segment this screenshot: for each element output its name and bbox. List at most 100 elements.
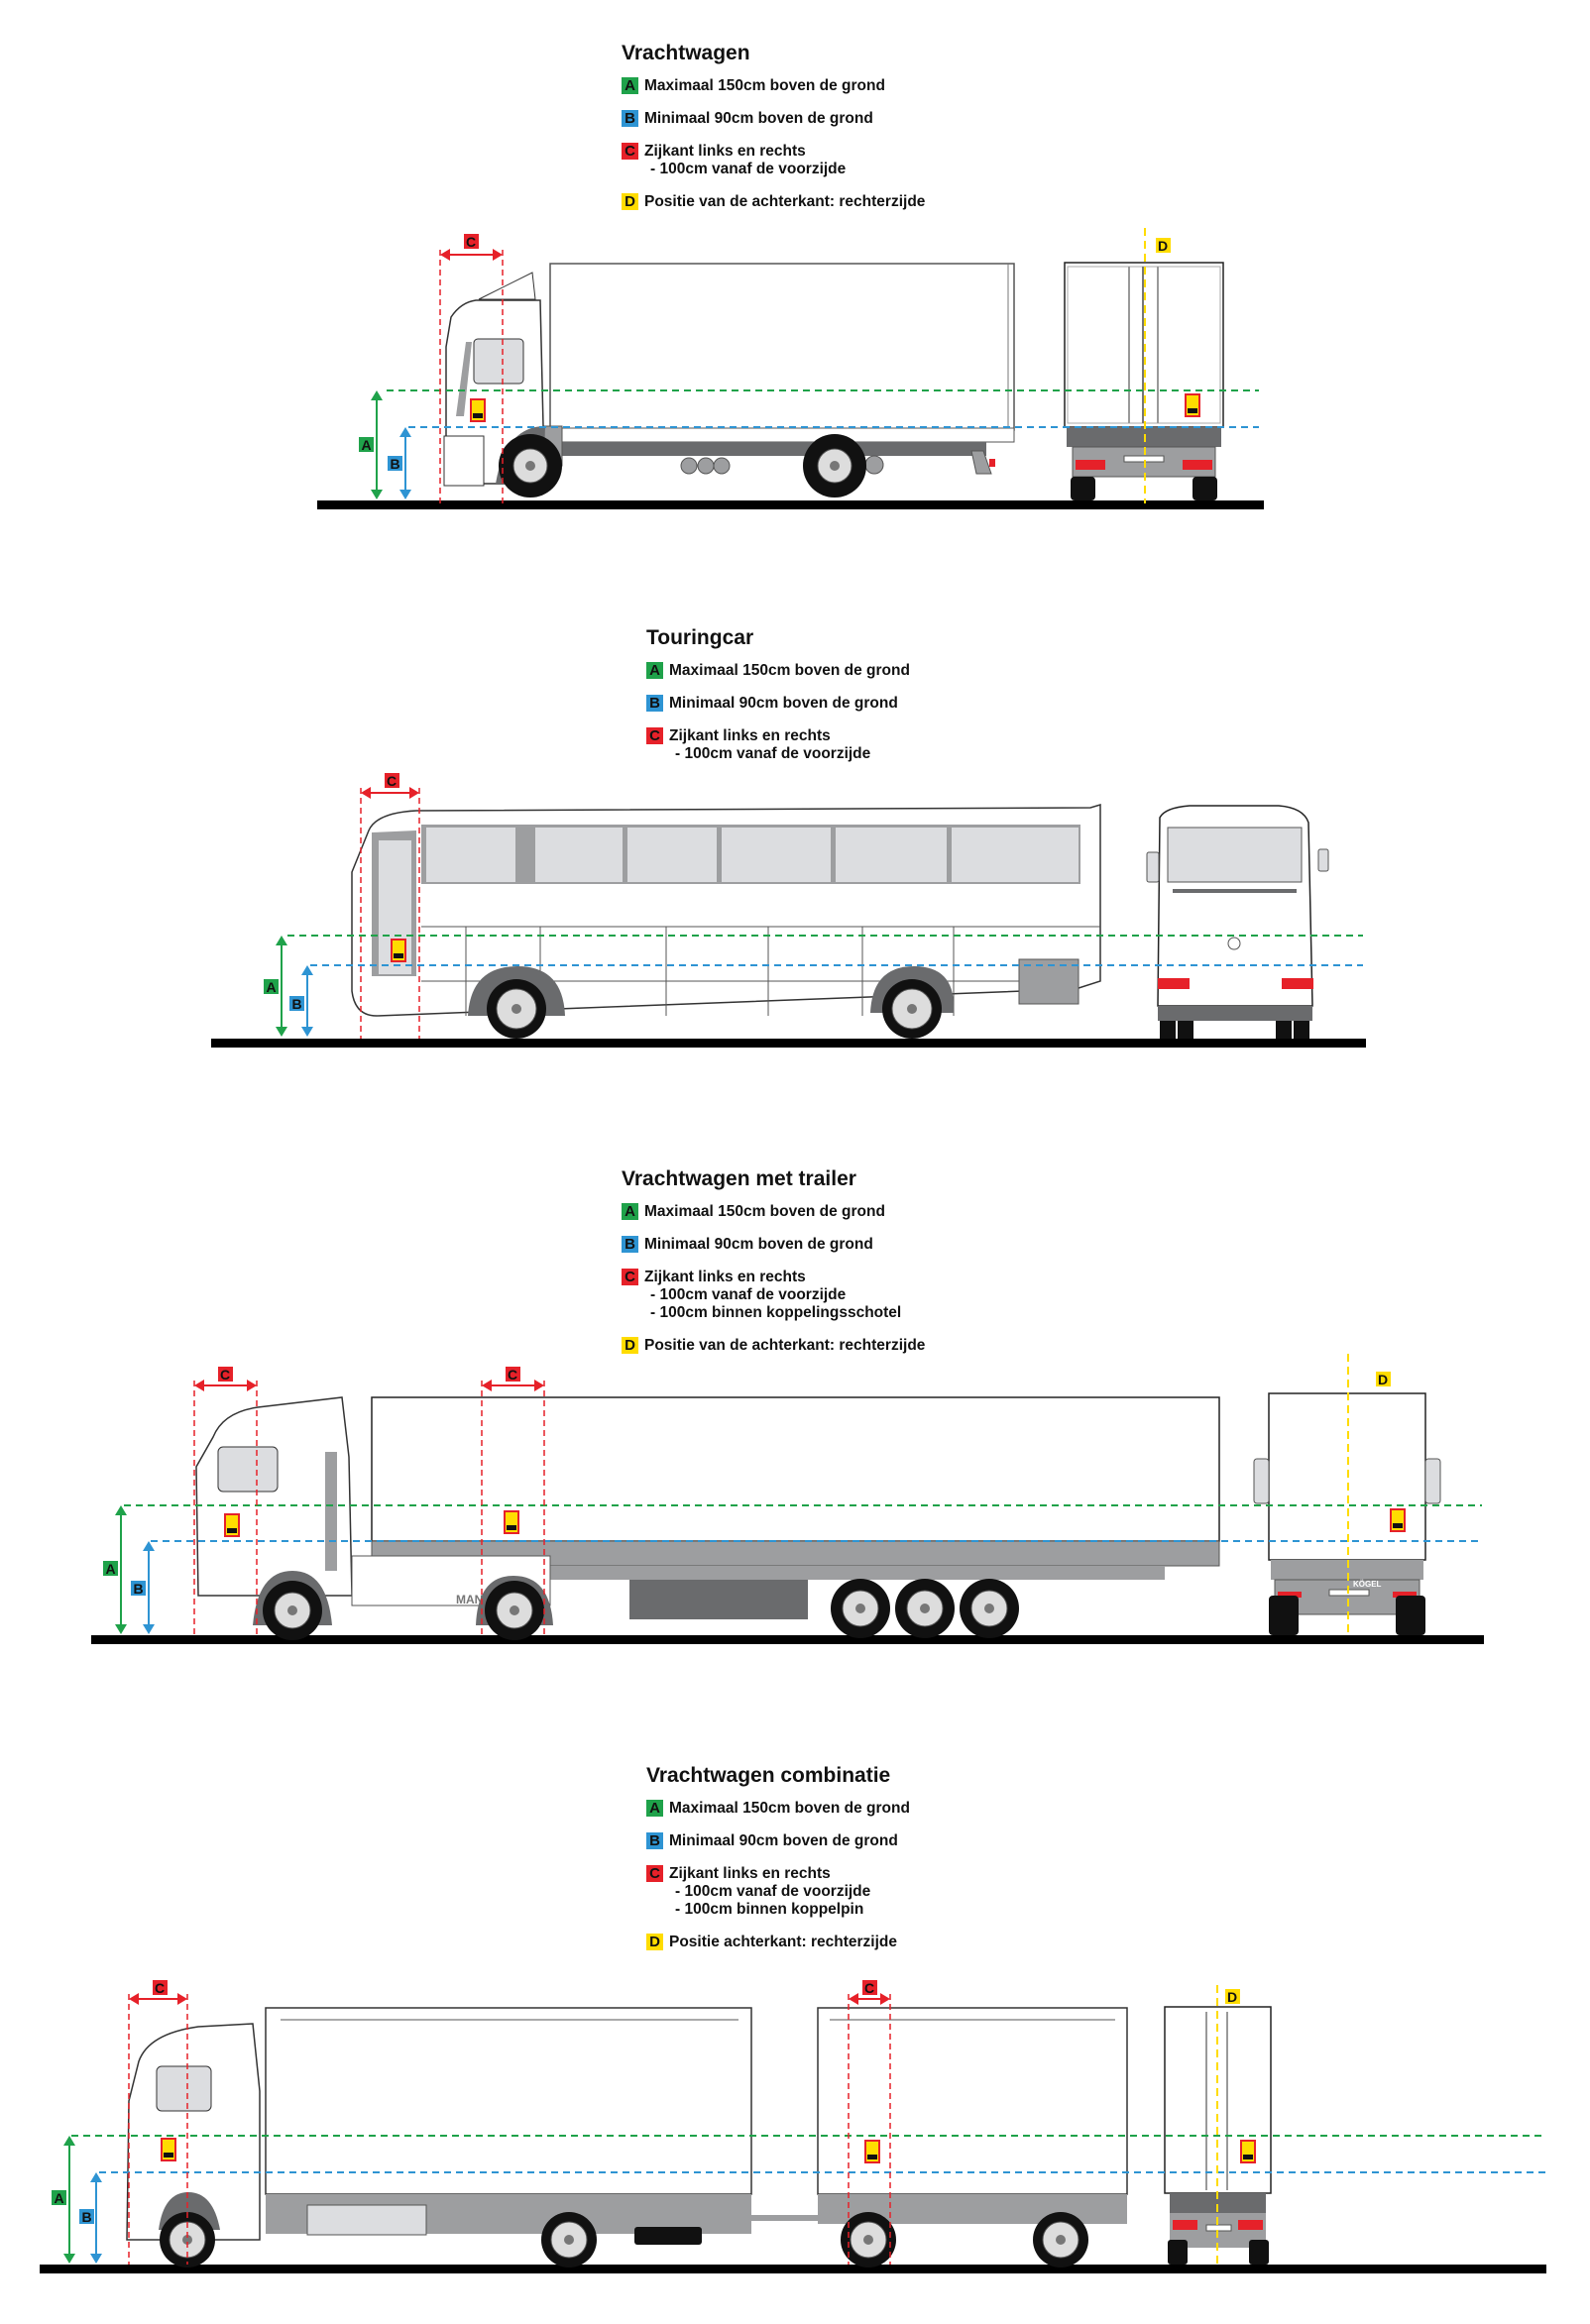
section-title: Vrachtwagen met trailer	[622, 1167, 856, 1190]
legend-item-c: C Zijkant links en rechts- 100cm vanaf de…	[646, 1865, 910, 1919]
marker-c-label: C	[466, 234, 476, 250]
marker-a-label: A	[55, 2190, 64, 2206]
combination-rear-view	[1164, 2006, 1272, 2265]
legend-item-a: A Maximaal 150cm boven de grond	[646, 1800, 910, 1818]
marker-c-badge: C	[646, 727, 663, 744]
marker-d-badge: D	[646, 1934, 663, 1950]
dimension-a-arrow: A	[52, 2136, 75, 2264]
wheel	[882, 979, 942, 1039]
ground-line	[91, 1635, 1484, 1644]
legend-item-a: A Maximaal 150cm boven de grond	[622, 1203, 925, 1221]
marker-c-badge: C	[622, 1269, 638, 1285]
marker-d-badge: D	[622, 1337, 638, 1354]
marker-b-badge: B	[622, 110, 638, 127]
marker-c-label: C	[155, 1980, 165, 1996]
diagram-touringcar: A B C	[211, 773, 1366, 1048]
legend-text: Positie van de achterkant: rechterzijde	[644, 1337, 926, 1354]
trailer-box	[817, 2007, 1128, 2195]
legend-item-a: A Maximaal 150cm boven de grond	[646, 662, 910, 680]
legend-touringcar: Touringcar A Maximaal 150cm boven de gron…	[646, 626, 910, 778]
warning-sticker	[504, 1510, 519, 1534]
kogel-logo: KÖGEL	[1353, 1580, 1382, 1589]
dimension-d-line: D	[1144, 228, 1171, 503]
dimension-c-zone: C	[360, 773, 420, 1039]
ground-line	[317, 500, 1264, 509]
legend-text: Zijkant links en rechts	[644, 143, 806, 160]
bus-rear-view	[1146, 805, 1329, 1039]
cargo-box	[265, 2007, 752, 2195]
dimension-c-zone: C	[848, 1980, 891, 2265]
cargo-box	[549, 263, 1015, 431]
dimension-c-zone: C	[128, 1980, 188, 2265]
marker-b-label: B	[391, 456, 400, 472]
section-title: Touringcar	[646, 626, 754, 649]
marker-d-label: D	[1158, 238, 1168, 254]
dimension-d-line: D	[1216, 1985, 1240, 2265]
marker-b-label: B	[82, 2209, 92, 2225]
marker-c-label: C	[864, 1980, 874, 1996]
legend-text: Minimaal 90cm boven de grond	[669, 695, 898, 712]
dimension-c-zone: C	[439, 234, 504, 503]
legend-vrachtwagen-combinatie: Vrachtwagen combinatie A Maximaal 150cm b…	[646, 1764, 910, 1966]
legend-text: Maximaal 150cm boven de grond	[669, 662, 910, 679]
marker-c-badge: C	[622, 143, 638, 160]
dimension-c-zone: C	[193, 1367, 258, 1635]
marker-c-label: C	[508, 1367, 517, 1383]
wheel	[499, 434, 562, 498]
ground-line	[211, 1039, 1366, 1048]
marker-a-badge: A	[622, 1203, 638, 1220]
legend-text: Zijkant links en rechts	[669, 727, 831, 744]
dimension-a-arrow: A	[264, 936, 287, 1037]
warning-sticker	[161, 2138, 176, 2161]
wheel	[831, 1579, 890, 1638]
legend-text: Maximaal 150cm boven de grond	[669, 1800, 910, 1817]
wheel	[541, 2212, 597, 2268]
marker-b-badge: B	[646, 695, 663, 712]
marker-a-badge: A	[646, 1800, 663, 1817]
marker-b-label: B	[292, 996, 302, 1012]
legend-vrachtwagen-met-trailer: Vrachtwagen met trailer A Maximaal 150cm …	[622, 1167, 925, 1370]
legend-subtext: - 100cm vanaf de voorzijde	[675, 1883, 871, 1900]
legend-item-d: D Positie van de achterkant: rechterzijde	[622, 1337, 925, 1355]
marker-a-label: A	[267, 979, 277, 995]
legend-text: Maximaal 150cm boven de grond	[644, 1203, 885, 1220]
man-logo: MAN	[456, 1593, 483, 1606]
legend-item-b: B Minimaal 90cm boven de grond	[646, 695, 910, 713]
wheel	[485, 1581, 544, 1640]
warning-sticker	[224, 1513, 240, 1537]
wheel	[487, 979, 546, 1039]
section-title: Vrachtwagen combinatie	[646, 1764, 891, 1787]
marker-a-badge: A	[646, 662, 663, 679]
marker-d-label: D	[1227, 1989, 1237, 2005]
legend-subtext: - 100cm binnen koppelpin	[675, 1901, 864, 1918]
marker-c-label: C	[220, 1367, 230, 1383]
wheel	[1033, 2212, 1088, 2268]
dimension-b-arrow: B	[131, 1541, 155, 1634]
marker-b-label: B	[134, 1581, 144, 1597]
legend-subtext: - 100cm vanaf de voorzijde	[650, 1286, 847, 1303]
marker-a-badge: A	[622, 77, 638, 94]
diagram-vrachtwagen-met-trailer: MAN KÖGEL A B	[91, 1354, 1484, 1644]
dimension-a-arrow: A	[359, 390, 383, 499]
dimension-b-arrow: B	[79, 2172, 102, 2264]
marker-a-label: A	[362, 437, 372, 453]
marker-a-label: A	[106, 1561, 116, 1577]
marker-b-badge: B	[646, 1832, 663, 1849]
legend-subtext: - 100cm binnen koppelingsschotel	[650, 1304, 902, 1321]
legend-text: Zijkant links en rechts	[669, 1865, 831, 1882]
chassis	[550, 442, 986, 456]
wheel	[160, 2212, 215, 2268]
marker-c-badge: C	[646, 1865, 663, 1882]
dimension-b-arrow: B	[289, 965, 313, 1037]
legend-text: Minimaal 90cm boven de grond	[644, 1236, 873, 1253]
wheel	[263, 1581, 322, 1640]
ground-line	[40, 2265, 1546, 2273]
